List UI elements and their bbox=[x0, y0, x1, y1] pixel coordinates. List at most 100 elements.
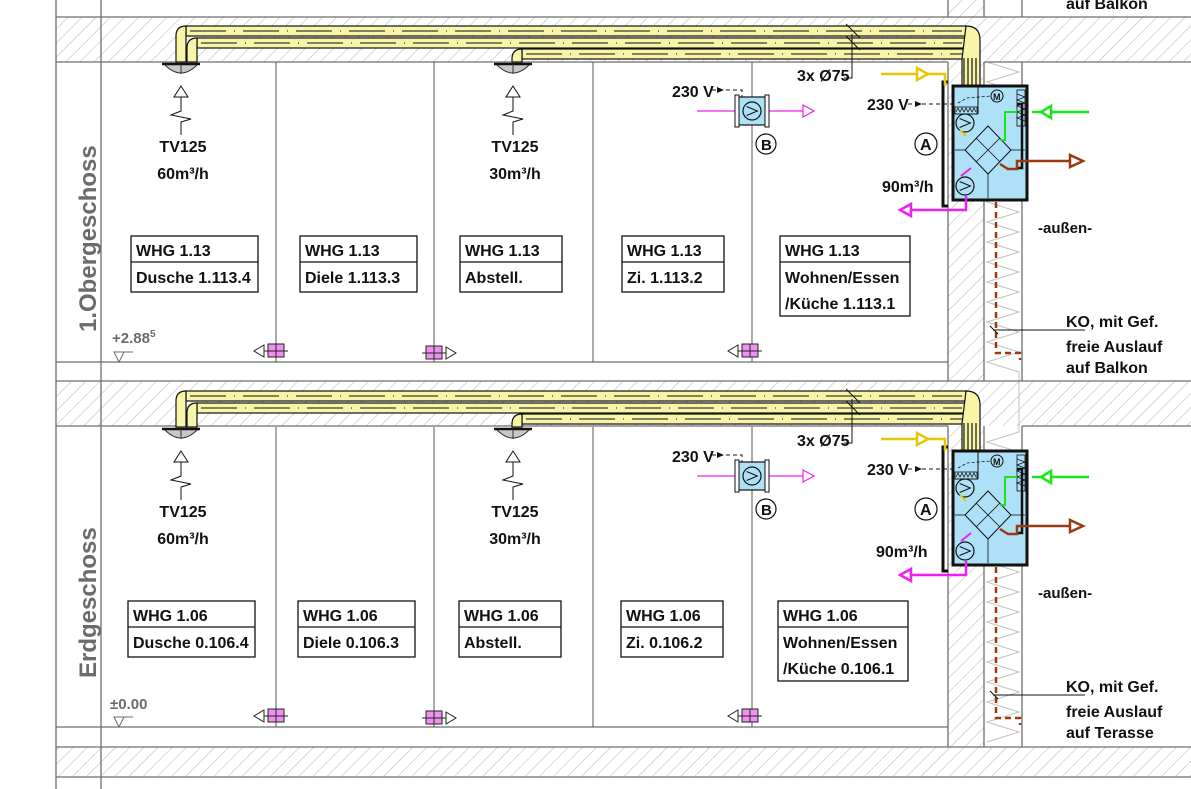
fan-icon bbox=[742, 466, 762, 486]
fan-icon bbox=[742, 101, 762, 121]
motor-symbol: M bbox=[993, 457, 1001, 467]
supply-air-link bbox=[959, 129, 967, 137]
duct-elbow bbox=[511, 413, 523, 428]
duct-leader bbox=[844, 399, 853, 444]
extract-air-arrow-icon bbox=[802, 468, 816, 484]
fan-blade bbox=[959, 181, 972, 191]
exterior-wall-upper-top bbox=[948, 0, 984, 17]
duct-riser bbox=[961, 25, 981, 89]
duct-tick bbox=[845, 35, 861, 51]
transfer-direction-arrow-icon bbox=[253, 709, 265, 723]
filter-icon bbox=[1016, 89, 1026, 127]
hex-line bbox=[975, 137, 1001, 163]
room-name: Abstell. bbox=[464, 635, 522, 652]
fan-blade bbox=[746, 471, 759, 481]
fan-icon bbox=[955, 541, 975, 561]
motor-icon bbox=[990, 89, 1004, 103]
diffuser-type-label: TV125 bbox=[491, 504, 538, 521]
apartment-number: WHG 1.13 bbox=[136, 243, 211, 260]
room-label-box bbox=[458, 600, 562, 658]
exhaust-air-arrow-icon bbox=[1068, 518, 1086, 534]
floor-upper-labels: 1.Obergeschoss +2.885 TV125 60m³/h TV125… bbox=[75, 0, 1163, 377]
floor-name: Erdgeschoss bbox=[75, 527, 102, 678]
duct-tick bbox=[845, 23, 861, 39]
motor-icon bbox=[990, 454, 1004, 468]
unit-a-voltage: 230 V bbox=[867, 97, 909, 114]
room-label-box bbox=[620, 600, 724, 658]
power-arrow-icon bbox=[915, 101, 922, 107]
room-name-cont: /Küche 1.113.1 bbox=[785, 296, 895, 313]
unit-b-flange bbox=[734, 459, 740, 493]
duct-elbow bbox=[186, 37, 198, 63]
duct-size-label: 3x Ø75 bbox=[797, 68, 850, 85]
exhaust-air-line bbox=[999, 159, 1070, 171]
extract-air-return-line bbox=[903, 561, 968, 577]
extract-air-link bbox=[960, 532, 972, 542]
level-marker-label: ±0.00 bbox=[110, 696, 147, 713]
room-label-box bbox=[299, 235, 418, 293]
fan-icon bbox=[955, 478, 975, 498]
condensate-drain-line bbox=[994, 202, 1022, 360]
apartment-number: WHG 1.06 bbox=[133, 608, 208, 625]
airflow-arrow-icon bbox=[505, 450, 521, 463]
duct-elbow bbox=[175, 390, 187, 428]
outside-label: -außen- bbox=[1038, 585, 1092, 602]
unit-b-voltage: 230 V bbox=[672, 84, 714, 101]
room-name: Zi. 0.106.2 bbox=[626, 635, 703, 652]
transfer-direction-arrow-icon bbox=[445, 346, 457, 360]
filter-icon bbox=[1016, 454, 1026, 492]
apartment-number: WHG 1.13 bbox=[627, 243, 702, 260]
motor-symbol: M bbox=[993, 92, 1001, 102]
unit-a-tag: A bbox=[920, 137, 932, 154]
unit-a-tag: A bbox=[920, 502, 932, 519]
supply-air-line bbox=[881, 72, 947, 86]
room-name: Dusche 1.113.4 bbox=[136, 270, 251, 287]
room-name: Dusche 0.106.4 bbox=[133, 635, 249, 652]
room-name: Wohnen/Essen bbox=[785, 270, 899, 287]
apartment-number: WHG 1.06 bbox=[783, 608, 858, 625]
extract-air-return-line bbox=[903, 196, 968, 212]
filter-zigzag bbox=[1015, 93, 1027, 122]
break-line-icon bbox=[169, 462, 192, 500]
apartment-number: WHG 1.06 bbox=[303, 608, 378, 625]
duct-size-label: 3x Ø75 bbox=[797, 433, 850, 450]
unit-a-bracket-right bbox=[1017, 467, 1024, 535]
floor-lower-labels: Erdgeschoss ±0.00 TV125 60m³/h TV125 30m… bbox=[75, 433, 1163, 742]
room-name: Diele 0.106.3 bbox=[303, 635, 399, 652]
unit-b-voltage: 230 V bbox=[672, 449, 714, 466]
level-marker-label: +2.885 bbox=[112, 329, 156, 347]
condensate-note-line2: freie Auslauf bbox=[1066, 704, 1163, 721]
apartment-number: WHG 1.06 bbox=[464, 608, 539, 625]
floor-name: 1.Obergeschoss bbox=[75, 145, 102, 332]
condensate-note-line1: KO, mit Gef. bbox=[1066, 314, 1158, 331]
outdoor-air-arrow-icon bbox=[1038, 103, 1053, 121]
room-name: Abstell. bbox=[465, 270, 523, 287]
power-arrow-icon bbox=[717, 452, 724, 458]
unit-b-flange bbox=[764, 459, 770, 493]
power-arrow-icon bbox=[717, 87, 724, 93]
airflow-arrow-icon bbox=[505, 85, 521, 98]
extract-air-arrow-icon bbox=[802, 103, 816, 119]
filter-zigzag bbox=[955, 107, 977, 113]
unit-a-tag-circle bbox=[914, 132, 938, 156]
unit-a-tag-circle bbox=[914, 497, 938, 521]
apartment-number: WHG 1.13 bbox=[785, 243, 860, 260]
diffuser-flow-label: 30m³/h bbox=[489, 531, 541, 548]
outdoor-air-link bbox=[1000, 111, 1017, 141]
apartment-number: WHG 1.06 bbox=[626, 608, 701, 625]
fan-blade bbox=[959, 118, 972, 128]
exhaust-air-line bbox=[999, 524, 1070, 536]
unit-b-flange bbox=[764, 94, 770, 128]
duct-elbow bbox=[186, 402, 198, 428]
transfer-direction-arrow-icon bbox=[727, 709, 739, 723]
filter-zigzag bbox=[955, 472, 977, 478]
unit-b-flange bbox=[734, 94, 740, 128]
airflow-arrow-icon bbox=[173, 85, 189, 98]
room-label-box bbox=[779, 235, 911, 317]
break-line-icon bbox=[501, 97, 524, 135]
unit-b-tag-circle bbox=[755, 133, 777, 155]
extract-air-return-arrow-icon bbox=[897, 566, 913, 584]
